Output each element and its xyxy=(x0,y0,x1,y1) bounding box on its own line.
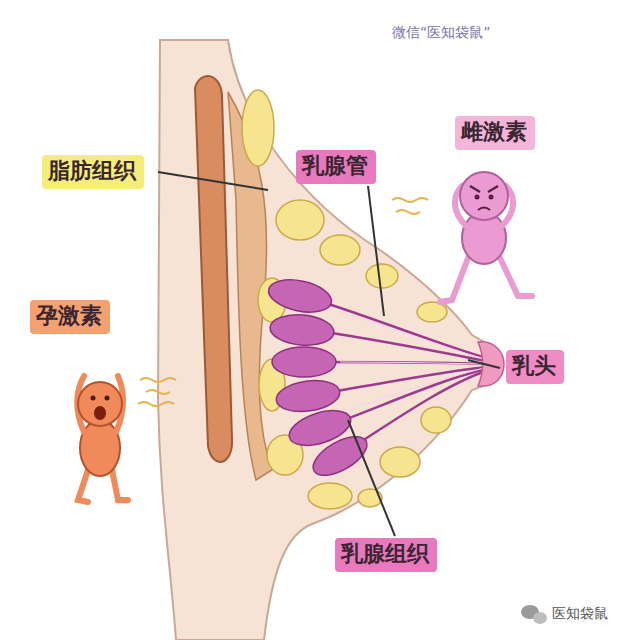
fat-lobule xyxy=(417,302,447,322)
duct xyxy=(310,298,486,358)
leader-lines xyxy=(158,172,500,536)
eye xyxy=(475,195,480,200)
fat-lobule xyxy=(366,264,398,288)
angry-brows xyxy=(470,186,498,192)
part-label: 乳头 xyxy=(506,350,564,384)
duct-highlight xyxy=(350,368,484,410)
label-text: 孕激素 xyxy=(36,302,104,330)
duct xyxy=(312,330,486,361)
squiggle xyxy=(140,378,176,382)
part-label: 乳腺组织 xyxy=(335,538,437,572)
wechat-icon xyxy=(521,605,547,624)
gland-lobe xyxy=(272,347,336,377)
duct xyxy=(328,369,486,426)
squiggle xyxy=(146,390,170,394)
eye xyxy=(91,396,96,401)
bubble xyxy=(533,612,547,624)
part-label: 乳腺管 xyxy=(296,150,376,184)
duct-highlights xyxy=(340,312,484,410)
motion-squiggles xyxy=(138,198,428,406)
hormone-label: 雌激素 xyxy=(455,116,535,150)
gland-tissue xyxy=(266,275,373,483)
fat-lobule xyxy=(358,489,382,507)
fat-lobule xyxy=(320,235,360,265)
leader-line xyxy=(368,186,384,316)
squiggle xyxy=(396,210,420,214)
character-body xyxy=(80,420,120,476)
gland-lobe xyxy=(269,312,335,347)
leader-line xyxy=(468,360,500,368)
fat-lobule xyxy=(308,483,352,509)
character-arms xyxy=(77,376,123,432)
character-head xyxy=(78,382,122,426)
leader-line xyxy=(348,420,395,536)
brand-mark: 医知袋鼠 xyxy=(552,605,608,623)
gland-lobe xyxy=(274,377,342,416)
fat-lobule xyxy=(276,200,324,240)
character-head xyxy=(460,172,508,220)
squiggle xyxy=(138,402,174,406)
fat-tissue xyxy=(242,90,451,509)
fat-lobule xyxy=(380,447,420,477)
label-text: 雌激素 xyxy=(461,118,529,146)
skin-outline xyxy=(158,40,499,640)
estrogen-character xyxy=(440,172,532,302)
duct-highlight xyxy=(340,312,484,359)
duct xyxy=(345,371,486,452)
fat-lobule xyxy=(421,407,451,433)
label-text: 乳头 xyxy=(512,352,558,380)
label-text: 脂肪组织 xyxy=(48,157,138,185)
watermark: 微信“医知袋鼠” xyxy=(392,24,491,42)
hormone-label: 孕激素 xyxy=(30,300,110,334)
label-text: 乳腺组织 xyxy=(341,540,431,568)
label-text: 乳腺管 xyxy=(302,152,370,180)
gland-lobe xyxy=(266,275,335,318)
eye xyxy=(489,195,494,200)
part-label: 脂肪组织 xyxy=(42,155,144,189)
eye xyxy=(105,396,110,401)
mouth xyxy=(478,208,490,211)
rib-muscle xyxy=(195,76,232,462)
progesterone-character xyxy=(77,376,128,502)
fat-lobule xyxy=(242,90,274,166)
mouth xyxy=(94,406,106,420)
duct-highlight xyxy=(340,362,484,364)
leader-line xyxy=(158,172,268,190)
duct xyxy=(314,362,486,364)
squiggle xyxy=(392,198,428,202)
